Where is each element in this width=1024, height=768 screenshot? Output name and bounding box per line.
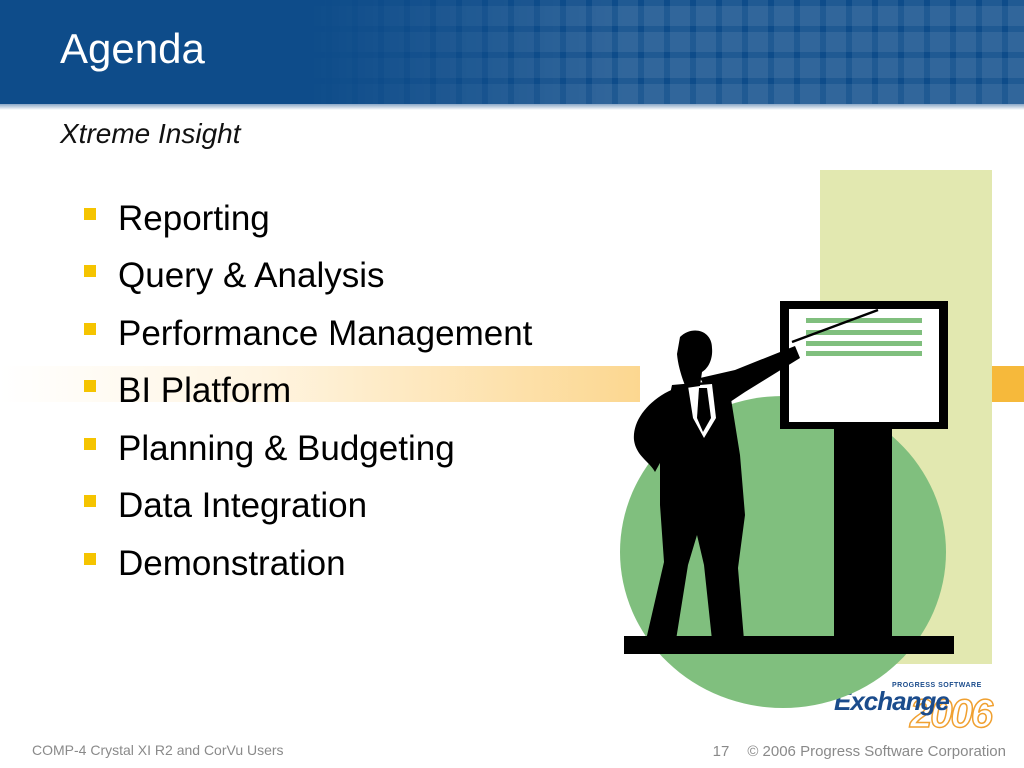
- presenter-body: [646, 380, 745, 640]
- header-grid-pattern: [300, 0, 1024, 104]
- agenda-item: Planning & Budgeting: [84, 420, 624, 478]
- slide-title: Agenda: [60, 25, 205, 72]
- easel-board: [789, 309, 939, 422]
- pointer-stick: [791, 308, 879, 344]
- footer-session-title: COMP-4 Crystal XI R2 and CorVu Users: [32, 742, 284, 758]
- agenda-item: Query & Analysis: [84, 248, 624, 306]
- agenda-item-label: Query & Analysis: [118, 256, 385, 296]
- highlight-band: [0, 366, 640, 402]
- copyright-text: © 2006 Progress Software Corporation: [747, 743, 1006, 760]
- highlight-band-right: [992, 366, 1024, 402]
- agenda-item: Data Integration: [84, 478, 624, 536]
- presenter-head: [677, 330, 713, 388]
- board-line: [806, 318, 922, 323]
- agenda-item-label: Performance Management: [118, 313, 533, 353]
- agenda-item: Demonstration: [84, 535, 624, 593]
- bullet-square-icon: [84, 322, 96, 335]
- bullet-square-icon: [84, 552, 96, 565]
- logo-year: 2006: [909, 691, 993, 737]
- presenter-tie: [697, 388, 711, 432]
- header-bar: Agenda: [0, 0, 1024, 104]
- agenda-item: Reporting: [84, 190, 624, 248]
- easel-stand: [834, 425, 892, 637]
- clipart-floor: [624, 636, 954, 654]
- agenda-item: BI Platform: [84, 363, 624, 421]
- agenda-item-label: Planning & Budgeting: [118, 428, 455, 468]
- logo-tagline: PROGRESS SOFTWARE: [892, 682, 982, 689]
- agenda-item-label: Demonstration: [118, 543, 346, 583]
- bullet-square-icon: [84, 495, 96, 508]
- bullet-square-icon: [84, 265, 96, 278]
- header-shadow: [0, 104, 1024, 110]
- bullet-square-icon: [84, 437, 96, 450]
- agenda-item-label: BI Platform: [118, 371, 292, 411]
- agenda-item-label: Reporting: [118, 198, 270, 238]
- board-line: [806, 330, 922, 335]
- agenda-item: Performance Management: [84, 305, 624, 363]
- bullet-square-icon: [84, 380, 96, 393]
- bullet-square-icon: [84, 207, 96, 220]
- board-line: [806, 341, 922, 346]
- agenda-item-label: Data Integration: [118, 486, 368, 526]
- board-line: [806, 351, 922, 356]
- slide-subtitle: Xtreme Insight: [60, 118, 241, 149]
- agenda-list: Reporting Query & Analysis Performance M…: [84, 190, 624, 593]
- footer-right: 17 © 2006 Progress Software Corporation: [713, 743, 1006, 760]
- page-number: 17: [712, 743, 730, 760]
